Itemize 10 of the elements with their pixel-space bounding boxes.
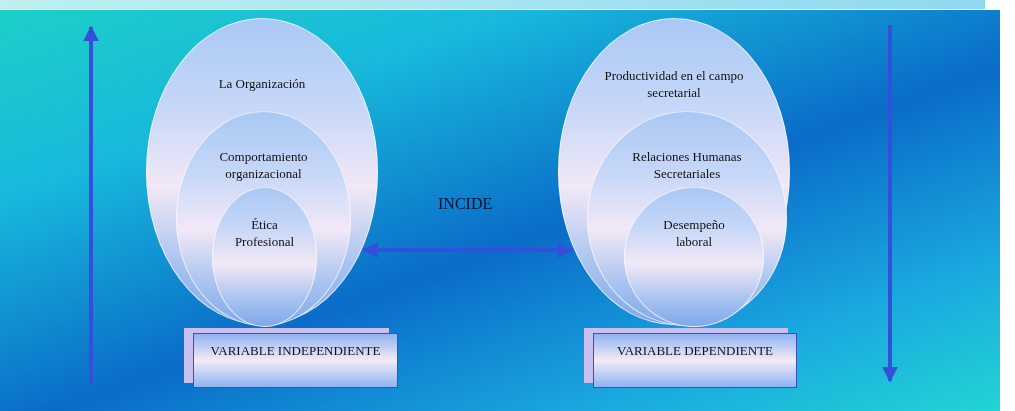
edge-label: INCIDE bbox=[438, 195, 493, 213]
circle-label: Comportamiento organizacional bbox=[218, 148, 309, 182]
circle-label: Productividad en el campo secretarial bbox=[603, 67, 745, 101]
box-label: VARIABLE DEPENDIENTE bbox=[615, 342, 775, 360]
box-label: VARIABLE INDEPENDIENTE bbox=[209, 342, 382, 360]
circle-label: Relaciones Humanas Secretariales bbox=[631, 148, 743, 182]
circle-label: Ética Profesional bbox=[233, 216, 296, 250]
circle-label: Desempeño laboral bbox=[662, 216, 726, 250]
double-arrow bbox=[362, 242, 574, 258]
circle-label: La Organización bbox=[217, 75, 307, 92]
